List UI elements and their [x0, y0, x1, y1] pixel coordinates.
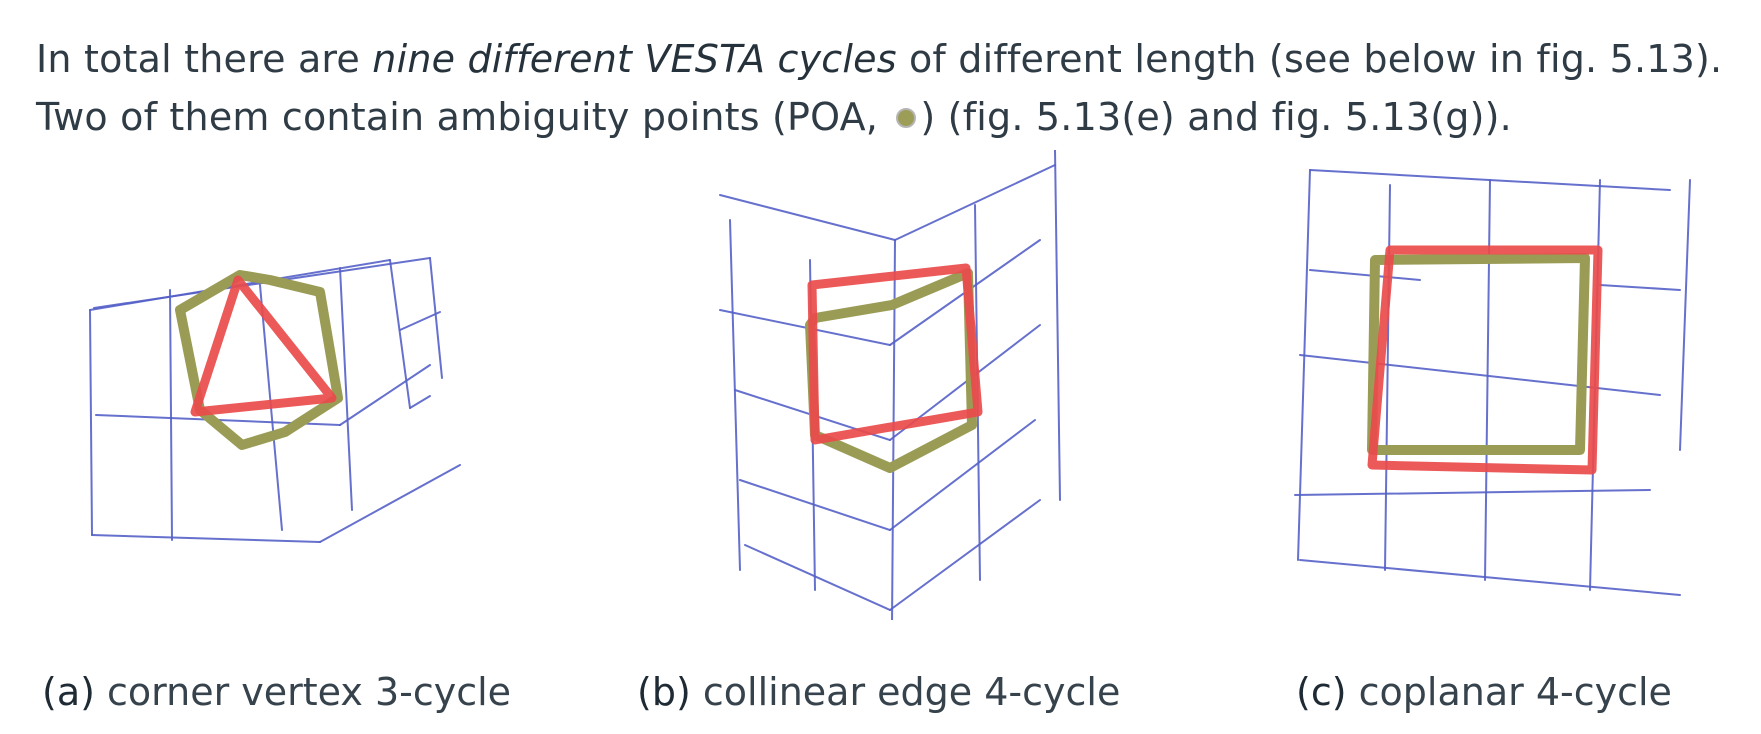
text-segment: In total there are: [36, 37, 373, 81]
green-cycle-path: [175, 270, 343, 450]
text-segment: ) (fig. 5.13(e) and fig. 5.13(g)).: [920, 95, 1512, 139]
emphasized-text: nine different VESTA cycles: [372, 37, 897, 81]
red-cycle-path: [807, 263, 983, 445]
text-segment: of different length (see below in fig. 5…: [896, 37, 1723, 81]
figure-c-sketch: [1294, 169, 1691, 596]
paragraph-line-2: Two of them contain ambiguity points (PO…: [36, 88, 1736, 146]
cube-grid-sketch: [89, 257, 461, 543]
figure-c-caption-text: coplanar 4-cycle: [1358, 670, 1672, 714]
paragraph-line-1: In total there are nine different VESTA …: [36, 30, 1736, 88]
olive-dot-icon: [896, 108, 917, 128]
figure-a-sketch: [89, 257, 461, 543]
plane-grid-sketch: [1294, 169, 1691, 596]
figure-c-tag: (c): [1296, 670, 1347, 714]
figure-c-caption: (c) coplanar 4-cycle: [1296, 668, 1672, 716]
figure-b-caption-text: collinear edge 4-cycle: [702, 670, 1121, 714]
green-cycle-path: [1367, 253, 1590, 455]
text-segment: Two of them contain ambiguity points (PO…: [36, 95, 891, 139]
red-cycle-path: [1367, 245, 1603, 475]
figure-a-caption-text: corner vertex 3-cycle: [107, 670, 512, 714]
red-cycle-path: [190, 275, 337, 417]
figure-b-sketch: [719, 150, 1061, 620]
figure-b-tag: (b): [637, 670, 691, 714]
edge-grid-sketch: [719, 150, 1061, 620]
body-paragraph: In total there are nine different VESTA …: [36, 30, 1736, 146]
figure-b-caption: (b) collinear edge 4-cycle: [637, 668, 1120, 716]
figure-a-caption: (a) corner vertex 3-cycle: [42, 668, 511, 716]
figure-a-tag: (a): [42, 670, 95, 714]
